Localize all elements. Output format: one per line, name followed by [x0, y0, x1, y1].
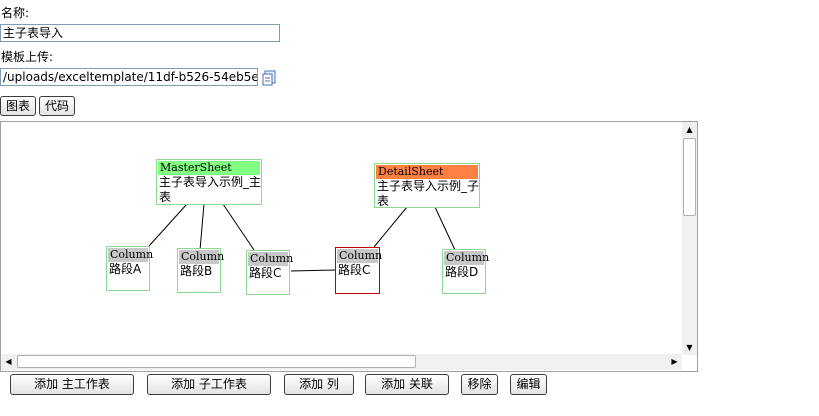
arrow-down-icon[interactable]: ▼ [682, 340, 697, 355]
add-detail-sheet-button[interactable]: 添加 子工作表 [147, 374, 271, 395]
column-type: Column [337, 249, 383, 263]
link-master-a [148, 203, 188, 247]
column-type: Column [248, 252, 294, 266]
edit-button[interactable]: 编辑 [510, 374, 547, 395]
link-detail-d [434, 206, 456, 251]
arrow-right-icon[interactable]: ▶ [667, 354, 682, 369]
link-column-relation [290, 269, 337, 272]
column-name: 路段A [109, 262, 142, 276]
diagram-canvas[interactable]: MasterSheet 主子表导入示例_主表 DetailSheet 主子表导入… [0, 121, 698, 372]
template-label: 模板上传: [1, 50, 54, 64]
name-input[interactable]: 主子表导入 [0, 24, 280, 42]
connector-lines [148, 203, 456, 272]
horizontal-scrollbar[interactable]: ◀ ▶ [1, 354, 682, 370]
vertical-scrollbar[interactable]: ▲ ▼ [682, 122, 697, 355]
remove-button[interactable]: 移除 [461, 374, 498, 395]
column-name: 路段C [338, 263, 371, 277]
tab-chart[interactable]: 图表 [0, 96, 36, 116]
link-master-b [199, 203, 205, 251]
name-label: 名称: [1, 6, 30, 20]
column-node-selected[interactable]: Column 路段C [335, 247, 383, 294]
column-type: Column [179, 250, 225, 264]
add-master-sheet-button[interactable]: 添加 主工作表 [10, 374, 134, 395]
master-sheet-node[interactable]: MasterSheet 主子表导入示例_主表 [156, 159, 262, 205]
column-type: Column [108, 248, 154, 262]
column-name: 路段C [249, 266, 282, 280]
tab-code[interactable]: 代码 [39, 96, 75, 116]
vertical-scroll-thumb[interactable] [683, 138, 696, 216]
detail-sheet-type: DetailSheet [376, 165, 478, 179]
column-node[interactable]: Column 路段D [442, 249, 490, 294]
column-node[interactable]: Column 路段A [106, 246, 154, 291]
master-sheet-name: 主子表导入示例_主表 [159, 175, 262, 204]
column-node[interactable]: Column 路段B [177, 248, 225, 293]
column-name: 路段D [445, 265, 479, 279]
master-sheet-type: MasterSheet [158, 161, 260, 175]
arrow-left-icon[interactable]: ◀ [1, 354, 16, 369]
horizontal-scroll-thumb[interactable] [17, 355, 416, 368]
upload-icon[interactable] [262, 70, 277, 86]
column-type: Column [444, 251, 490, 265]
link-master-c [222, 203, 255, 251]
column-node[interactable]: Column 路段C [246, 250, 294, 295]
detail-sheet-node[interactable]: DetailSheet 主子表导入示例_子表 [374, 163, 480, 208]
arrow-up-icon[interactable]: ▲ [682, 122, 697, 137]
detail-sheet-name: 主子表导入示例_子表 [377, 179, 480, 208]
add-column-button[interactable]: 添加 列 [284, 374, 354, 395]
template-path-input[interactable]: /uploads/exceltemplate/11df-b526-54eb5e5… [0, 68, 258, 86]
add-relation-button[interactable]: 添加 关联 [365, 374, 449, 395]
link-detail-c [373, 206, 408, 248]
column-name: 路段B [180, 264, 213, 278]
